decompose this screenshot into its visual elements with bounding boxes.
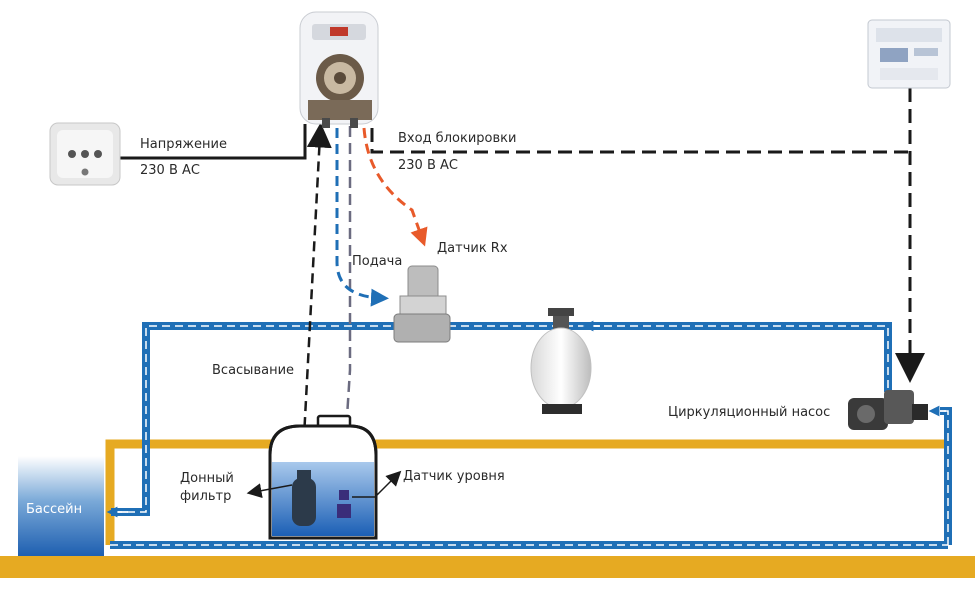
- rx-sensor-label: Датчик Rx: [437, 241, 508, 256]
- level-sensor-callout: [352, 470, 402, 498]
- control-panel-icon: [867, 19, 951, 89]
- sand-filter-icon: [530, 308, 592, 414]
- circulation-pump-label: Циркуляционный насос: [668, 405, 831, 420]
- suction-line: [300, 122, 332, 476]
- power-socket-icon: [49, 122, 121, 186]
- foot-filter-icon: [292, 470, 316, 526]
- suction-label: Всасывание: [212, 363, 295, 378]
- power-cable: [118, 124, 307, 160]
- voltage-value: 230 В АС: [140, 163, 200, 178]
- chemical-tank-icon: [268, 414, 378, 540]
- pool-label: Бассейн: [26, 502, 83, 517]
- circulation-pump-icon: [848, 390, 928, 430]
- delivery-label: Подача: [352, 254, 403, 269]
- delivery-line: [335, 128, 389, 307]
- level-sensor-label: Датчик уровня: [403, 469, 505, 484]
- injection-valve-icon: [393, 265, 451, 343]
- lock-title: Вход блокировки: [398, 131, 517, 146]
- level-cable: [341, 126, 352, 481]
- peristaltic-pump-icon: [299, 11, 379, 128]
- level-probe-icon: [337, 490, 351, 518]
- rx-sensor-line: [362, 127, 428, 247]
- blue-pipe: [106, 320, 952, 549]
- lock-value: 230 В АС: [398, 158, 458, 173]
- lock-cable: [370, 128, 910, 154]
- voltage-title: Напряжение: [140, 137, 227, 152]
- bottom-filter-label-1: Донный: [180, 471, 234, 486]
- bottom-filter-label-2: фильтр: [180, 489, 232, 504]
- pool: [18, 456, 104, 556]
- foot-filter-callout: [246, 483, 293, 499]
